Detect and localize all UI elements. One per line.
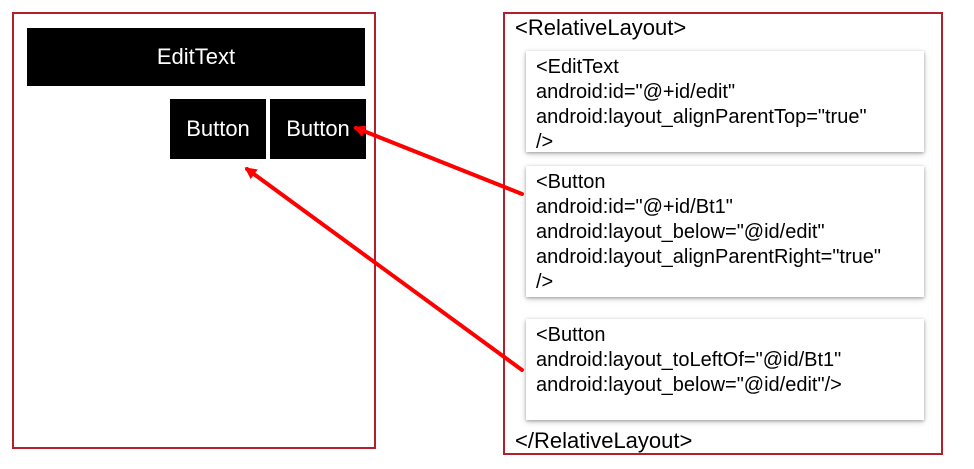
arrow-to-right-button	[353, 125, 524, 196]
code-line: />	[536, 131, 554, 152]
edittext-label: EditText	[156, 44, 236, 69]
code-line: <EditText	[536, 56, 619, 78]
code-card-button-left: <Button android:layout_toLeftOf="@id/Bt1…	[526, 319, 924, 420]
code-line: android:id="@+id/edit"	[536, 81, 736, 103]
phone-layout-preview: EditText Button Button	[12, 12, 376, 449]
relativelayout-open-tag: <RelativeLayout>	[515, 15, 687, 40]
button-left-label: Button	[186, 116, 250, 141]
code-line: android:layout_below="@id/edit"	[536, 221, 825, 243]
code-line: android:layout_below="@id/edit"/>	[536, 374, 842, 396]
code-line: />	[536, 271, 554, 293]
code-line: <Button	[536, 324, 606, 346]
edittext-widget[interactable]: EditText	[27, 28, 365, 86]
code-line: <Button	[536, 171, 606, 193]
code-panel: <RelativeLayout> <EditText android:id="@…	[503, 12, 943, 455]
relativelayout-close-tag: </RelativeLayout>	[515, 428, 693, 453]
code-line: android:layout_toLeftOf="@id/Bt1"	[536, 349, 842, 371]
code-line: android:layout_alignParentTop="true"	[536, 106, 867, 128]
button-right-widget[interactable]: Button	[270, 99, 366, 159]
code-line: android:layout_alignParentRight="true"	[536, 246, 881, 268]
code-card-button-bt1: <Button android:id="@+id/Bt1" android:la…	[526, 166, 924, 297]
button-right-label: Button	[286, 116, 350, 141]
button-left-widget[interactable]: Button	[170, 99, 266, 159]
code-line: android:id="@+id/Bt1"	[536, 196, 733, 218]
code-card-edittext: <EditText android:id="@+id/edit" android…	[526, 51, 924, 152]
